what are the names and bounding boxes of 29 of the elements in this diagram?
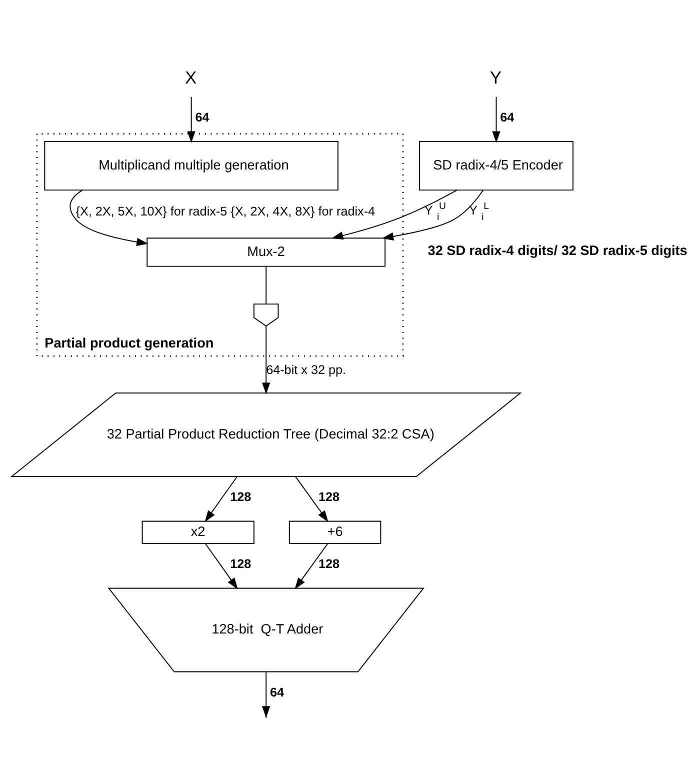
node-box: x2 — [142, 520, 254, 544]
node-box: SD radix-4/5 Encoder — [419, 140, 574, 190]
arrow — [492, 96, 500, 142]
arrow — [70, 189, 148, 246]
edge-label: 128 — [230, 490, 252, 504]
node-box: Multiplicand multiple generation — [44, 140, 338, 190]
node-box: +6 — [288, 520, 382, 544]
arrow — [295, 476, 328, 522]
node-text: Y — [490, 67, 502, 88]
edge-label: 128 — [230, 556, 252, 571]
arrow — [382, 189, 484, 240]
arrow — [204, 542, 238, 589]
arrow — [294, 542, 328, 589]
node-box: Mux-2 — [146, 237, 386, 266]
edge-label: 128 — [318, 556, 340, 571]
arrow — [204, 476, 238, 522]
arrow — [331, 189, 458, 240]
edge-label: 128 — [318, 490, 340, 504]
edge-label: 64 — [270, 684, 284, 699]
arrow — [262, 325, 270, 394]
edge-label: {X, 2X, 5X, 10X} for radix-5 {X, 2X, 4X, 8X} for radix-4 — [76, 204, 376, 218]
edge-label: 64-bit x 32 pp. — [266, 362, 346, 376]
edge-label: 64 — [500, 110, 514, 124]
label: 32 SD radix-4 digits/ 32 SD radix-5 digits — [428, 242, 688, 258]
arrow — [187, 96, 196, 142]
node-text: X — [185, 67, 197, 88]
edge-label: 64 — [195, 110, 210, 124]
node-gate — [253, 303, 279, 326]
connector — [266, 265, 267, 304]
